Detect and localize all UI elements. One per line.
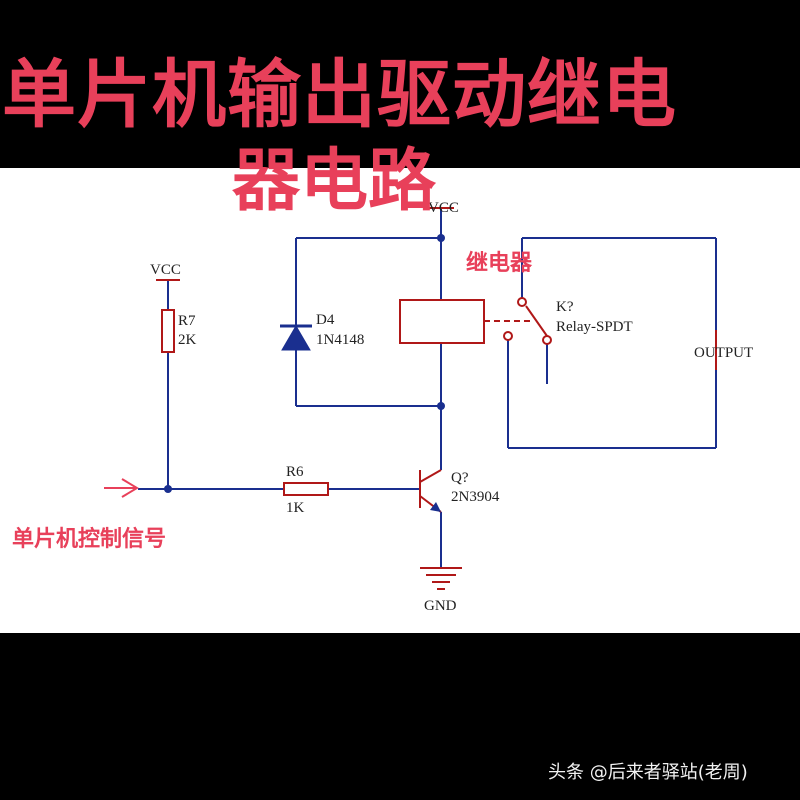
junction-dot: [437, 234, 445, 242]
transistor-emitter-arrow: [430, 502, 441, 512]
d4-diode: [280, 324, 312, 351]
relay-name: K?: [556, 299, 574, 315]
junction-dot: [437, 402, 445, 410]
vcc-left-label: VCC: [150, 262, 181, 278]
r6-resistor: [283, 482, 329, 496]
r7-value: 2K: [178, 332, 197, 348]
d4-part: 1N4148: [316, 332, 364, 348]
r6-value: 1K: [286, 500, 305, 516]
output-label: OUTPUT: [694, 345, 753, 361]
r7-name: R7: [178, 313, 196, 329]
r7-resistor: [161, 309, 175, 353]
relay-switch-arm: [525, 305, 548, 337]
relay-contact-nc: [503, 331, 513, 341]
page-title-line-1: 单片机输出驱动继电: [2, 52, 677, 138]
junctions: [164, 234, 445, 493]
relay-part: Relay-SPDT: [556, 319, 633, 335]
transistor-name: Q?: [451, 470, 469, 486]
wires: [138, 208, 717, 568]
relay-contact-no: [517, 297, 527, 307]
schematic-paper: [0, 168, 800, 633]
page-title-line-2: 器电路: [232, 142, 437, 221]
transistor-part: 2N3904: [451, 489, 500, 505]
transistor-collector: [419, 469, 442, 483]
signal-annotation: 单片机控制信号: [12, 526, 166, 552]
components: [156, 207, 717, 590]
signal-arrow: [104, 478, 139, 498]
junction-dot: [164, 485, 172, 493]
watermark-credit: 头条 @后来者驿站(老周): [548, 762, 748, 783]
d4-name: D4: [316, 312, 335, 328]
r6-name: R6: [286, 464, 304, 480]
gnd-label: GND: [424, 598, 457, 614]
relay-annotation: 继电器: [466, 250, 533, 276]
vcc-top-label: VCC: [428, 200, 459, 216]
